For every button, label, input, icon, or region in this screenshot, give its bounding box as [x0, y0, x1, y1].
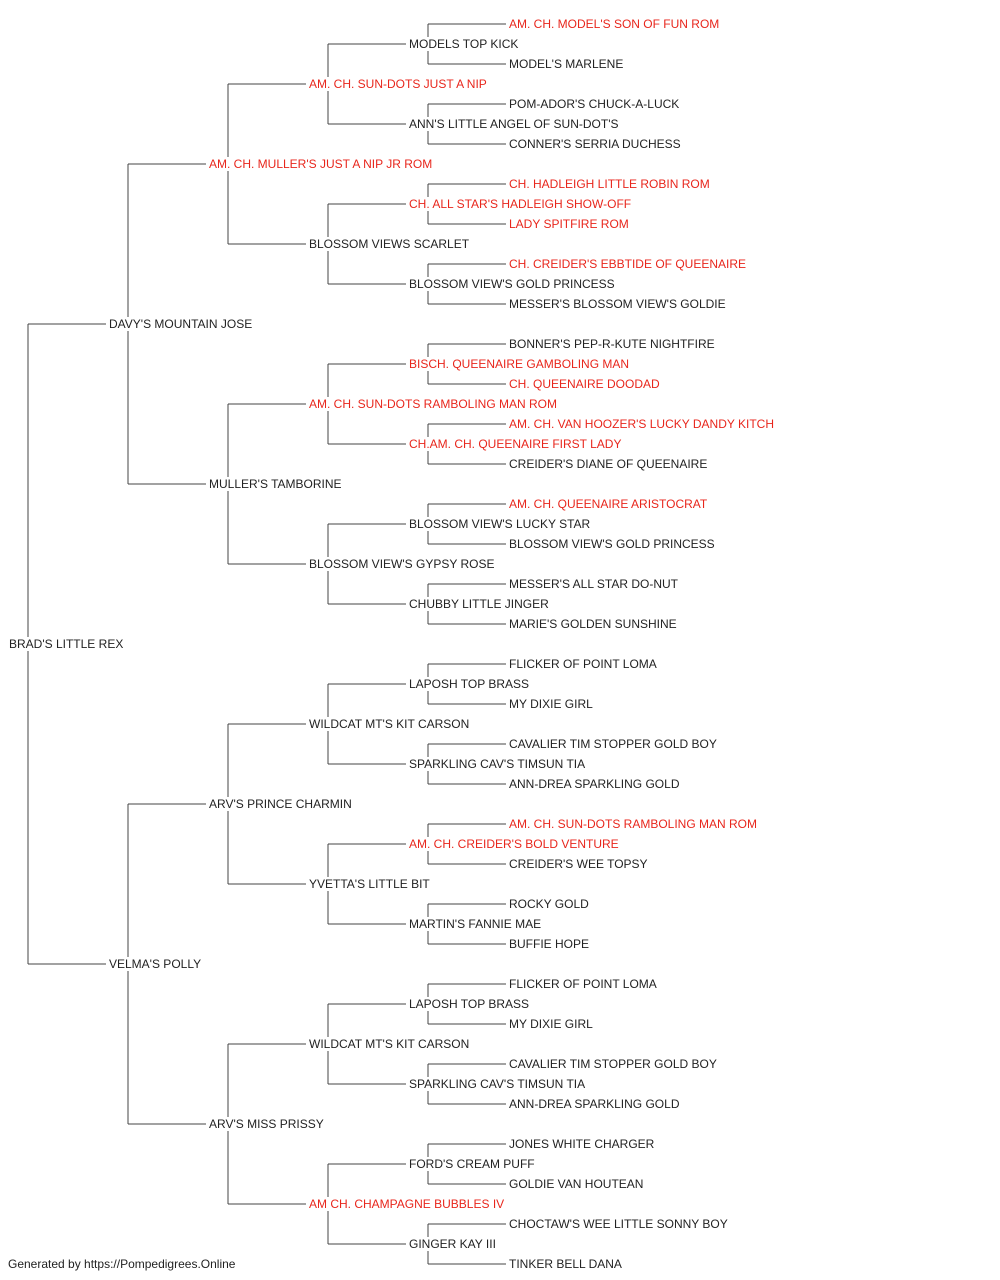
undefined-name: FLICKER OF POINT LOMA — [508, 977, 658, 991]
great-grandparent-name: BLOSSOM VIEWS SCARLET — [308, 237, 471, 251]
great-great-grandparent-name: LAPOSH TOP BRASS — [408, 677, 531, 691]
undefined-name: CH. HADLEIGH LITTLE ROBIN ROM — [508, 177, 711, 191]
great-great-grandparent-name: ANN'S LITTLE ANGEL OF SUN-DOT'S — [408, 117, 620, 131]
undefined-name: CONNER'S SERRIA DUCHESS — [508, 137, 682, 151]
great-grandparent-name: AM. CH. SUN-DOTS JUST A NIP — [308, 77, 488, 91]
great-grandparent-name: WILDCAT MT'S KIT CARSON — [308, 717, 471, 731]
undefined-name: MESSER'S ALL STAR DO-NUT — [508, 577, 679, 591]
parent-name: VELMA'S POLLY — [108, 957, 203, 971]
undefined-name: ROCKY GOLD — [508, 897, 590, 911]
great-grandparent-name: WILDCAT MT'S KIT CARSON — [308, 1037, 471, 1051]
great-great-grandparent-name: CH.AM. CH. QUEENAIRE FIRST LADY — [408, 437, 623, 451]
undefined-name: AM. CH. SUN-DOTS RAMBOLING MAN ROM — [508, 817, 759, 831]
undefined-name: CREIDER'S WEE TOPSY — [508, 857, 649, 871]
great-great-grandparent-name: MODELS TOP KICK — [408, 37, 520, 51]
great-great-grandparent-name: MARTIN'S FANNIE MAE — [408, 917, 543, 931]
undefined-name: JONES WHITE CHARGER — [508, 1137, 656, 1151]
undefined-name: BONNER'S PEP-R-KUTE NIGHTFIRE — [508, 337, 716, 351]
great-great-grandparent-name: BISCH. QUEENAIRE GAMBOLING MAN — [408, 357, 631, 371]
undefined-name: MARIE'S GOLDEN SUNSHINE — [508, 617, 678, 631]
great-grandparent-name: YVETTA'S LITTLE BIT — [308, 877, 431, 891]
great-great-grandparent-name: LAPOSH TOP BRASS — [408, 997, 531, 1011]
great-great-grandparent-name: CH. ALL STAR'S HADLEIGH SHOW-OFF — [408, 197, 633, 211]
undefined-name: TINKER BELL DANA — [508, 1257, 623, 1271]
great-great-grandparent-name: GINGER KAY III — [408, 1237, 497, 1251]
undefined-name: BUFFIE HOPE — [508, 937, 591, 951]
great-grandparent-name: AM. CH. SUN-DOTS RAMBOLING MAN ROM — [308, 397, 559, 411]
undefined-name: MESSER'S BLOSSOM VIEW'S GOLDIE — [508, 297, 727, 311]
great-great-grandparent-name: SPARKLING CAV'S TIMSUN TIA — [408, 1077, 587, 1091]
undefined-name: ANN-DREA SPARKLING GOLD — [508, 777, 681, 791]
great-grandparent-name: AM CH. CHAMPAGNE BUBBLES IV — [308, 1197, 506, 1211]
great-great-grandparent-name: SPARKLING CAV'S TIMSUN TIA — [408, 757, 587, 771]
parent-name: DAVY'S MOUNTAIN JOSE — [108, 317, 254, 331]
great-great-grandparent-name: CHUBBY LITTLE JINGER — [408, 597, 550, 611]
undefined-name: AM. CH. VAN HOOZER'S LUCKY DANDY KITCH — [508, 417, 776, 431]
undefined-name: MODEL'S MARLENE — [508, 57, 625, 71]
grandparent-name: MULLER'S TAMBORINE — [208, 477, 343, 491]
undefined-name: AM. CH. MODEL'S SON OF FUN ROM — [508, 17, 721, 31]
undefined-name: CAVALIER TIM STOPPER GOLD BOY — [508, 737, 718, 751]
great-great-grandparent-name: BLOSSOM VIEW'S LUCKY STAR — [408, 517, 592, 531]
great-great-grandparent-name: BLOSSOM VIEW'S GOLD PRINCESS — [408, 277, 616, 291]
grandparent-name: ARV'S MISS PRISSY — [208, 1117, 325, 1131]
undefined-name: LADY SPITFIRE ROM — [508, 217, 630, 231]
undefined-name: AM. CH. QUEENAIRE ARISTOCRAT — [508, 497, 709, 511]
undefined-name: FLICKER OF POINT LOMA — [508, 657, 658, 671]
undefined-name: CH. CREIDER'S EBBTIDE OF QUEENAIRE — [508, 257, 747, 271]
undefined-name: POM-ADOR'S CHUCK-A-LUCK — [508, 97, 681, 111]
undefined-name: GOLDIE VAN HOUTEAN — [508, 1177, 645, 1191]
grandparent-name: ARV'S PRINCE CHARMIN — [208, 797, 353, 811]
great-great-grandparent-name: FORD'S CREAM PUFF — [408, 1157, 536, 1171]
generated-by-footer: Generated by https://Pompedigrees.Online — [8, 1257, 236, 1271]
undefined-name: MY DIXIE GIRL — [508, 1017, 594, 1031]
undefined-name: CREIDER'S DIANE OF QUEENAIRE — [508, 457, 709, 471]
undefined-name: CAVALIER TIM STOPPER GOLD BOY — [508, 1057, 718, 1071]
great-grandparent-name: BLOSSOM VIEW'S GYPSY ROSE — [308, 557, 496, 571]
undefined-name: CH. QUEENAIRE DOODAD — [508, 377, 661, 391]
grandparent-name: AM. CH. MULLER'S JUST A NIP JR ROM — [208, 157, 434, 171]
undefined-name: CHOCTAW'S WEE LITTLE SONNY BOY — [508, 1217, 729, 1231]
undefined-name: BLOSSOM VIEW'S GOLD PRINCESS — [508, 537, 716, 551]
undefined-name: ANN-DREA SPARKLING GOLD — [508, 1097, 681, 1111]
great-great-grandparent-name: AM. CH. CREIDER'S BOLD VENTURE — [408, 837, 620, 851]
subject-name: BRAD'S LITTLE REX — [8, 637, 125, 651]
undefined-name: MY DIXIE GIRL — [508, 697, 594, 711]
